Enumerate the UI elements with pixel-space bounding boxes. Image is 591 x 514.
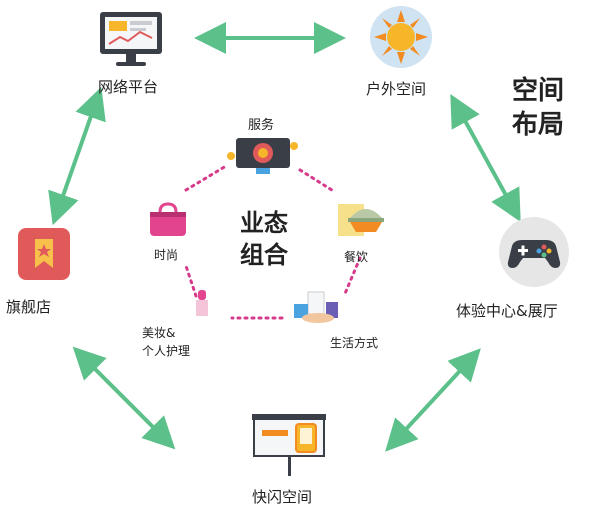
node-network-label: 网络平台	[98, 78, 159, 96]
node-dining-label: 餐饮	[344, 250, 369, 264]
dots-service-dining	[298, 168, 337, 194]
node-lifestyle-label: 生活方式	[330, 336, 379, 350]
node-experience-label: 体验中心&展厅	[456, 302, 558, 320]
gamepad-icon	[499, 217, 569, 287]
arrow-flagship-network	[48, 86, 106, 226]
popup-stall-icon	[252, 414, 326, 476]
service-icon	[227, 138, 298, 174]
dots-dining-lifestyle	[342, 256, 362, 298]
arrow-experience-popup	[385, 348, 481, 452]
node-service-label: 服务	[248, 118, 275, 133]
node-beauty-label-line1: 美妆&	[142, 326, 176, 340]
sun-icon	[370, 6, 432, 68]
node-outdoor-label: 户外空间	[366, 80, 427, 98]
flagship-icon	[18, 228, 70, 280]
title-line2: 布局	[512, 110, 565, 140]
lipstick-icon	[196, 290, 208, 316]
arrow-outdoor-experience	[450, 93, 521, 223]
node-beauty-label-line2: 个人护理	[142, 344, 191, 358]
lifestyle-icon	[294, 291, 338, 323]
node-fashion-label: 时尚	[154, 248, 179, 262]
dots-beauty-fashion	[184, 264, 198, 298]
dots-fashion-service	[184, 164, 228, 192]
handbag-icon	[150, 202, 186, 236]
arrow-flagship-popup	[72, 346, 176, 450]
monitor-icon	[100, 12, 162, 66]
dining-icon	[338, 204, 384, 236]
center-line2: 组合	[240, 241, 288, 269]
center-line1: 业态	[240, 209, 288, 237]
title-line1: 空间	[512, 76, 565, 106]
node-flagship-label: 旗舰店	[6, 298, 52, 316]
node-popup-label: 快闪空间	[252, 488, 313, 506]
